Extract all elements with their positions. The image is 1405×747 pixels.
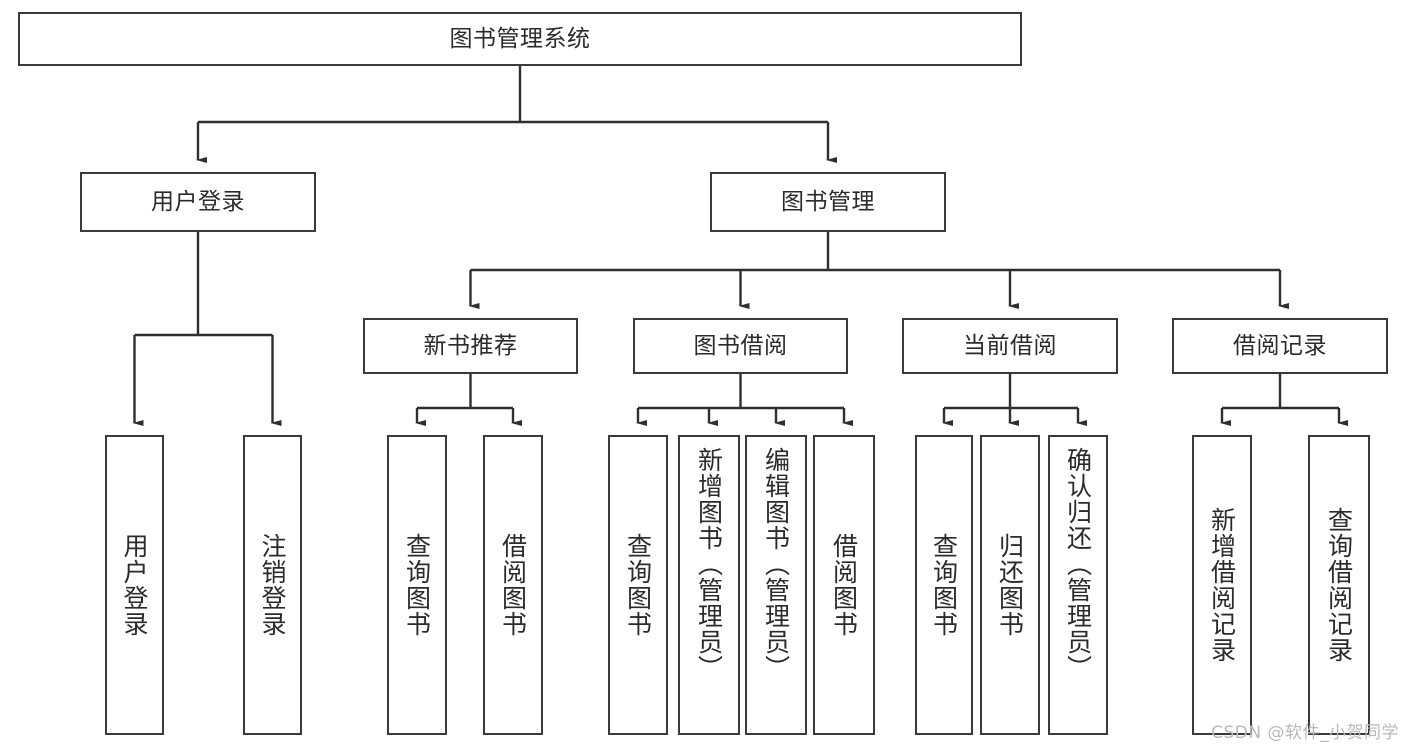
node-leaf-query-book-3-label: 查询图书 bbox=[929, 533, 959, 637]
node-leaf-query-book-1[interactable]: 查询图书 bbox=[387, 435, 447, 735]
node-borrow-record-label: 借阅记录 bbox=[1233, 332, 1327, 359]
node-leaf-query-record-label: 查询借阅记录 bbox=[1324, 507, 1354, 663]
node-root-label: 图书管理系统 bbox=[449, 25, 591, 52]
node-leaf-user-login[interactable]: 用户登录 bbox=[105, 435, 164, 735]
node-leaf-query-book-2-label: 查询图书 bbox=[623, 533, 653, 637]
node-leaf-edit-book-label: 编辑图书（管理员） bbox=[761, 447, 791, 681]
node-leaf-add-book-label: 新增图书（管理员） bbox=[694, 447, 724, 681]
node-leaf-user-login-label: 用户登录 bbox=[120, 533, 149, 637]
node-user-login-label: 用户登录 bbox=[151, 188, 245, 215]
node-borrow-record[interactable]: 借阅记录 bbox=[1172, 318, 1388, 374]
node-leaf-query-book-3[interactable]: 查询图书 bbox=[915, 435, 973, 735]
node-leaf-user-logout-label: 注销登录 bbox=[258, 533, 287, 637]
node-leaf-user-logout[interactable]: 注销登录 bbox=[243, 435, 302, 735]
node-book-borrow[interactable]: 图书借阅 bbox=[633, 318, 848, 374]
node-current-borrow[interactable]: 当前借阅 bbox=[902, 318, 1118, 374]
node-leaf-query-book-1-label: 查询图书 bbox=[402, 533, 432, 637]
node-leaf-borrow-book-1[interactable]: 借阅图书 bbox=[483, 435, 543, 735]
node-leaf-add-record-label: 新增借阅记录 bbox=[1207, 507, 1237, 663]
node-leaf-borrow-book-1-label: 借阅图书 bbox=[498, 533, 528, 637]
node-leaf-confirm-return-label: 确认归还（管理员） bbox=[1063, 447, 1093, 681]
node-leaf-add-record[interactable]: 新增借阅记录 bbox=[1192, 435, 1252, 735]
node-leaf-query-record[interactable]: 查询借阅记录 bbox=[1308, 435, 1370, 735]
node-book-management[interactable]: 图书管理 bbox=[710, 172, 946, 232]
node-book-management-label: 图书管理 bbox=[781, 188, 875, 215]
node-leaf-edit-book[interactable]: 编辑图书（管理员） bbox=[745, 435, 807, 735]
node-leaf-return-book-label: 归还图书 bbox=[995, 533, 1025, 637]
node-root[interactable]: 图书管理系统 bbox=[18, 12, 1022, 66]
node-new-book-recommend-label: 新书推荐 bbox=[423, 332, 518, 359]
node-new-book-recommend[interactable]: 新书推荐 bbox=[363, 318, 578, 374]
node-leaf-borrow-book-2-label: 借阅图书 bbox=[829, 533, 859, 637]
node-leaf-confirm-return[interactable]: 确认归还（管理员） bbox=[1048, 435, 1108, 735]
node-user-login[interactable]: 用户登录 bbox=[80, 172, 316, 232]
node-leaf-return-book[interactable]: 归还图书 bbox=[980, 435, 1040, 735]
csdn-watermark: CSDN @软件_小贺同学 bbox=[1211, 723, 1399, 743]
node-leaf-query-book-2[interactable]: 查询图书 bbox=[608, 435, 668, 735]
node-leaf-borrow-book-2[interactable]: 借阅图书 bbox=[813, 435, 875, 735]
node-book-borrow-label: 图书借阅 bbox=[693, 332, 788, 359]
node-leaf-add-book[interactable]: 新增图书（管理员） bbox=[678, 435, 740, 735]
node-current-borrow-label: 当前借阅 bbox=[963, 332, 1057, 359]
